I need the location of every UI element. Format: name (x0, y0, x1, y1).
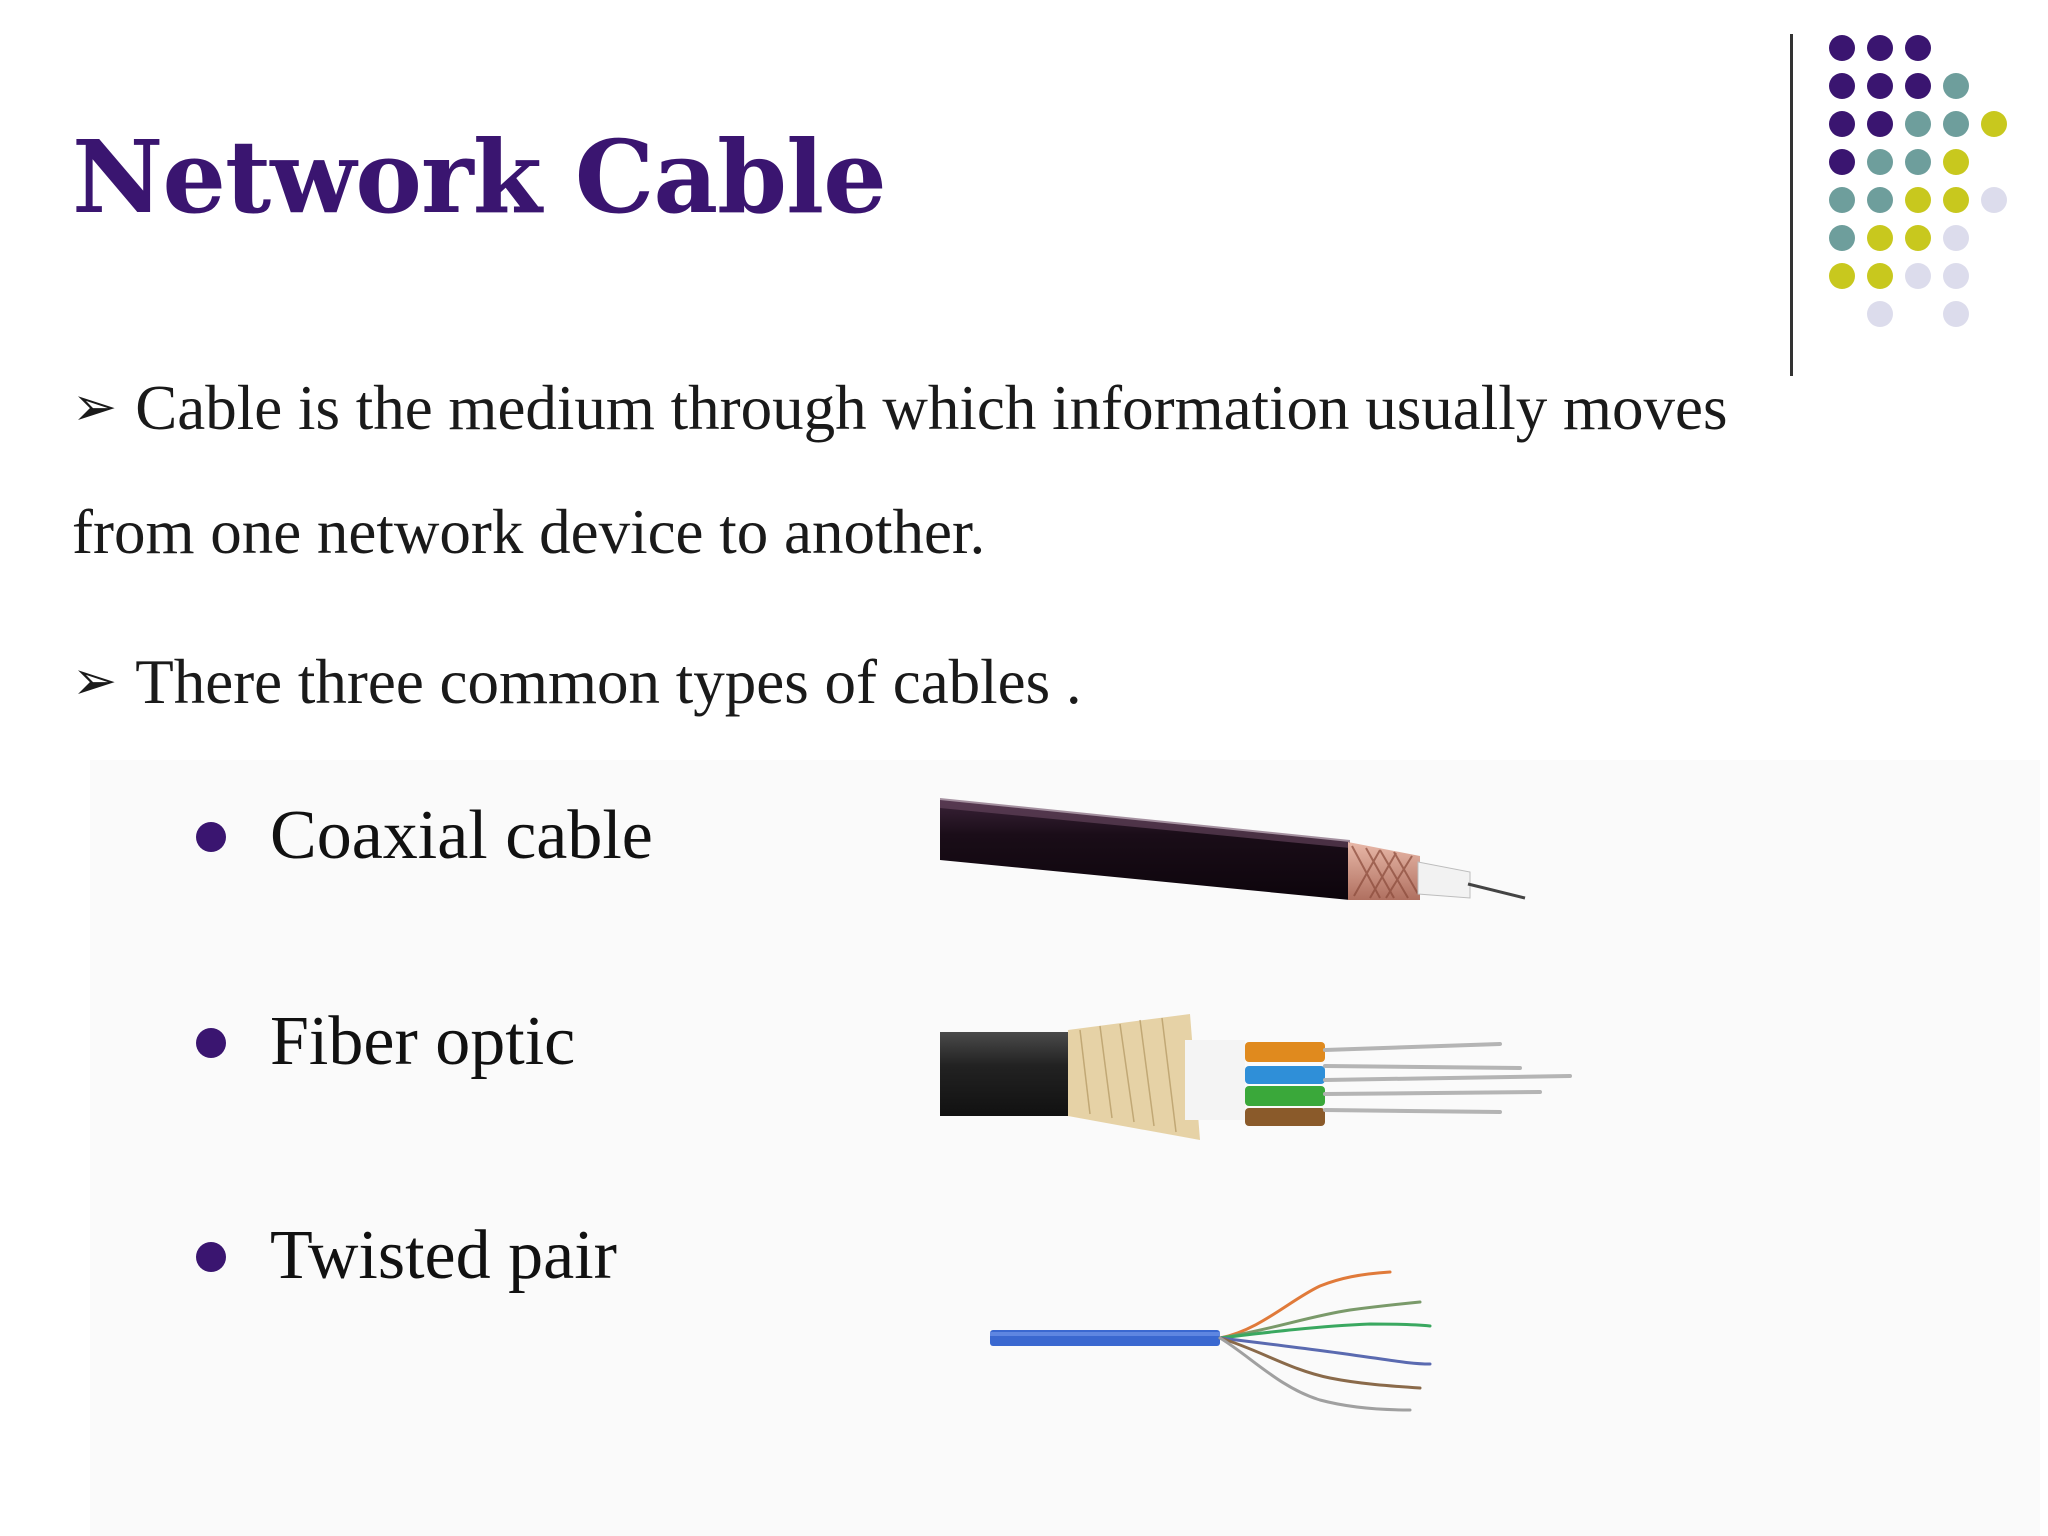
coaxial-cable-image (940, 798, 1526, 900)
bullet-dot-icon (196, 1241, 226, 1272)
decorative-dot (1905, 149, 1931, 175)
bullet-1: ➢ Cable is the medium through which infor… (72, 372, 1728, 445)
decorative-dot (1829, 35, 1855, 61)
decorative-dot (1905, 187, 1931, 213)
decorative-dot (1867, 149, 1893, 175)
fiber-optic-cable-image (940, 1014, 1572, 1140)
slide-title: Network Cable (72, 118, 887, 236)
decorative-dot (1829, 263, 1855, 289)
decorative-dot (1981, 111, 2007, 137)
decorative-dot (1867, 301, 1893, 327)
decorative-dot (1943, 301, 1969, 327)
decorative-dot (1829, 73, 1855, 99)
decorative-dot (1905, 35, 1931, 61)
decorative-dot (1867, 187, 1893, 213)
decorative-dot (1867, 225, 1893, 251)
type-label: Fiber optic (270, 1003, 576, 1080)
type-item-twisted: Twisted pair (196, 1216, 617, 1296)
vertical-divider (1790, 34, 1793, 376)
type-item-fiber: Fiber optic (196, 1002, 575, 1082)
decorative-dot (1943, 73, 1969, 99)
decorative-dot (1943, 263, 1969, 289)
decorative-dot (1943, 187, 1969, 213)
bullet-2: ➢ There three common types of cables . (72, 646, 1082, 719)
arrow-bullet-icon: ➢ (72, 649, 118, 712)
twisted-pair-cable-image (990, 1270, 1432, 1412)
bullet-1-text: Cable is the medium through which inform… (135, 373, 1728, 443)
bullet-dot-icon (196, 1027, 226, 1058)
type-label: Coaxial cable (270, 797, 653, 874)
decorative-dot (1867, 111, 1893, 137)
type-label: Twisted pair (270, 1217, 617, 1294)
decorative-dot (1981, 187, 2007, 213)
decorative-dot (1905, 111, 1931, 137)
decorative-dot (1905, 225, 1931, 251)
decorative-dot (1867, 263, 1893, 289)
content-background (90, 760, 2040, 1536)
decorative-dot (1829, 111, 1855, 137)
bullet-dot-icon (196, 821, 226, 852)
decorative-dot (1943, 111, 1969, 137)
decorative-dot (1943, 225, 1969, 251)
decorative-dot (1829, 225, 1855, 251)
bullet-1-continuation: from one network device to another. (72, 497, 986, 567)
decorative-dot (1905, 73, 1931, 99)
decorative-dot (1829, 149, 1855, 175)
decorative-dot (1905, 263, 1931, 289)
type-item-coaxial: Coaxial cable (196, 796, 653, 876)
decorative-dot (1867, 35, 1893, 61)
arrow-bullet-icon: ➢ (72, 375, 118, 438)
bullet-2-text: There three common types of cables . (135, 647, 1082, 717)
decorative-dot (1943, 149, 1969, 175)
decorative-dot (1867, 73, 1893, 99)
decorative-dot (1829, 187, 1855, 213)
